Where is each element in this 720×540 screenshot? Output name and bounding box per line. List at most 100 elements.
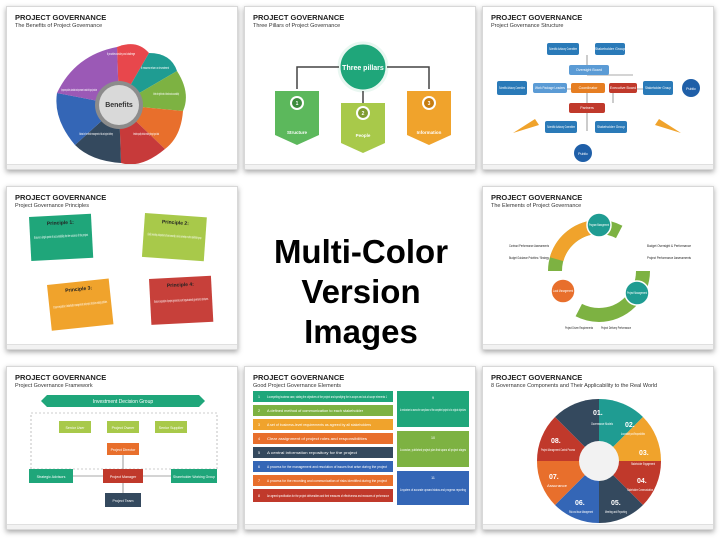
diagram-label: Senior Supplier	[159, 426, 184, 430]
slide-subtitle: Project Governance Structure	[491, 23, 564, 29]
diagram-label: Work Package Leaders	[535, 86, 565, 90]
diagram-label: 2	[258, 409, 260, 413]
diagram-label: 1	[258, 395, 260, 399]
slide-title: PROJECT GOVERNANCE	[15, 373, 107, 382]
slide-title: PROJECT GOVERNANCE	[491, 193, 583, 202]
diagram-label: A central information repository for the…	[267, 451, 357, 455]
good-elements-list: 1 A compelling business case, stating th…	[253, 391, 469, 505]
structure-diagram: Scientific Advisory Committee Stakeholde…	[497, 43, 700, 162]
diagram-label: Stakeholder Engagement	[631, 462, 655, 466]
slide-footer	[483, 164, 713, 169]
diagram-label: Ensure a single point of accountability …	[34, 233, 88, 240]
slide-footer	[483, 344, 713, 349]
diagram-label: 9	[432, 396, 434, 400]
diagram-label: Stakeholder Group	[597, 125, 625, 129]
slide-thumbnail-elements[interactable]: PROJECT GOVERNANCE The Elements of Proje…	[482, 186, 714, 350]
diagram-label: Partners	[580, 106, 594, 110]
petal-text-4: It enables quality decision making throu…	[133, 132, 159, 136]
diagram-label: Ensure separation of stakeholder managem…	[53, 300, 107, 310]
diagram-label: 07.	[549, 474, 559, 481]
diagram-label: Clear assignment of project roles and re…	[267, 437, 367, 441]
diagram-label: Project Driven Requirements	[565, 326, 593, 330]
slide-subtitle: The Elements of Project Governance	[491, 203, 582, 209]
diagram-label: 4	[258, 437, 260, 441]
diagram-label: A mechanism to assess the compliance of …	[400, 408, 466, 412]
diagram-label: 7	[258, 479, 260, 483]
diagram-label: A concise, published project plan that s…	[400, 448, 466, 452]
collection-title-line-1: Multi-Color	[273, 233, 449, 270]
slide-footer	[7, 344, 237, 349]
diagram-label: 03.	[639, 450, 649, 457]
slide-footer	[245, 164, 475, 169]
slide-subtitle: Three Pillars of Project Governance	[253, 23, 341, 29]
petal-text-6: It proposes policies, standards and proc…	[61, 88, 97, 92]
slide-thumbnail-framework[interactable]: PROJECT GOVERNANCE Project Governance Fr…	[6, 366, 238, 530]
diagram-label: Contract Performance Assessments	[509, 244, 549, 248]
pillar-label-1: Structure	[287, 130, 308, 135]
pillars-diagram: Three pillars 1 Structure 2 People 3 Inf…	[275, 41, 451, 153]
diagram-label: Public	[686, 87, 696, 91]
diagram-label: Principle 4:	[167, 282, 195, 289]
diagram-label: Project Director	[111, 448, 137, 452]
diagram-label: Budget Oversight & Performance	[647, 244, 691, 248]
diagram-label: Project Team	[113, 499, 134, 503]
principles-notes: Principle 1: Ensure a single point of ac…	[29, 213, 214, 331]
diagram-label: 05.	[611, 500, 621, 507]
diagram-label: Scientific Advisory Committee	[547, 125, 575, 129]
slide-footer	[245, 524, 475, 529]
diagram-label: Senior User	[66, 426, 86, 430]
diagram-label: Project Delivery Performance	[601, 326, 631, 330]
slide-title: PROJECT GOVERNANCE	[491, 13, 583, 22]
diagram-label: Project Management	[627, 291, 647, 295]
diagram-label: Scientific Advisory Committee	[499, 86, 525, 90]
benefits-wheel: Benefits It provides scrutiny and challe…	[56, 44, 186, 165]
slide-thumbnail-principles[interactable]: PROJECT GOVERNANCE Project Governance Pr…	[6, 186, 238, 350]
slide-thumbnail-good-elements[interactable]: PROJECT GOVERNANCE Good Project Governan…	[244, 366, 476, 530]
slide-footer	[7, 164, 237, 169]
slide-title: PROJECT GOVERNANCE	[253, 373, 345, 382]
diagram-label: Shareholder Working Group	[173, 475, 215, 479]
diagram-label: Scientific Advisory Committee	[549, 47, 577, 51]
pillar-num-3: 3	[428, 101, 431, 107]
hub-label: Benefits	[105, 102, 133, 109]
diagram-label: Project Management Control Process	[541, 448, 575, 452]
slide-subtitle: Good Project Governance Elements	[253, 383, 342, 389]
diagram-label: A set of business-level requirements as …	[267, 423, 371, 427]
diagram-label: 6	[258, 465, 260, 469]
diagram-label: An agreed specification for the project …	[267, 494, 389, 498]
diagram-label: 11	[431, 476, 435, 480]
diagram-label: 8	[258, 494, 260, 498]
pillar-label-2: People	[356, 133, 371, 138]
framework-diagram: Investment Decision Group Senior User Pr…	[29, 395, 218, 507]
slide-thumbnail-benefits[interactable]: PROJECT GOVERNANCE The Benefits of Proje…	[6, 6, 238, 170]
petal-text-1: It provides scrutiny and challenge	[107, 52, 135, 56]
diagram-label: Stakeholder Group	[645, 86, 671, 90]
diagram-label: A defined method of communication to eac…	[267, 409, 364, 413]
slide-thumbnail-structure[interactable]: PROJECT GOVERNANCE Project Governance St…	[482, 6, 714, 170]
slide-subtitle: 8 Governance Components and Their Applic…	[491, 383, 658, 389]
diagram-label: A compelling business case, stating the …	[267, 395, 387, 399]
diagram-label: Project Performance Assessments	[647, 256, 691, 260]
slide-thumbnail-components[interactable]: PROJECT GOVERNANCE 8 Governance Componen…	[482, 366, 714, 530]
diagram-label: Stakeholder Group	[595, 47, 625, 51]
slide-thumbnail-three-pillars[interactable]: PROJECT GOVERNANCE Three Pillars of Proj…	[244, 6, 476, 170]
diagram-label: 5	[258, 451, 260, 455]
diagram-label: Clarify ownership, independent of asset …	[147, 232, 201, 240]
diagram-label: Coordinator	[579, 86, 599, 90]
diagram-label: Program Management	[589, 223, 609, 227]
diagram-label: Principle 3:	[65, 285, 93, 294]
slide-subtitle: Project Governance Principles	[15, 203, 89, 209]
diagram-label: Investment Decision Group	[93, 399, 154, 405]
diagram-label: Public	[578, 152, 588, 156]
diagram-label: 10	[431, 436, 435, 440]
slide-title: PROJECT GOVERNANCE	[491, 373, 583, 382]
collection-title: Multi-Color Version Images	[246, 232, 476, 352]
pillar-label-3: Information	[417, 130, 442, 135]
pillars-hub-label: Three pillars	[342, 65, 384, 72]
diagram-label: 02.	[625, 422, 635, 429]
diagram-label: Meeting and Reporting	[605, 510, 627, 514]
diagram-label: Ensure separation of project governance …	[154, 297, 208, 304]
diagram-label: 08.	[551, 438, 561, 445]
diagram-label: Principle 2:	[162, 219, 190, 227]
diagram-label: 01.	[593, 410, 603, 417]
